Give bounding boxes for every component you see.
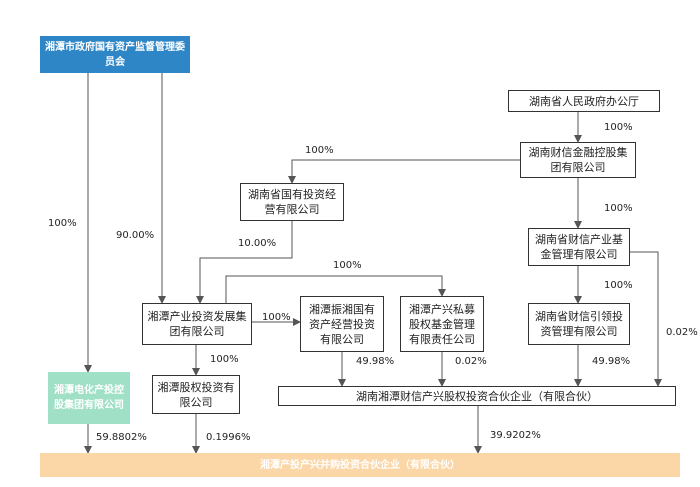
partnership-label: 湖南湘潭财信产兴股权投资合伙企业（有限合伙） <box>356 389 598 403</box>
line-xiangtan-chanxing <box>225 275 446 303</box>
caixin-financial-box: 湖南财信金融控股集团有限公司 <box>520 142 636 178</box>
line-industry-fund-partnership <box>630 251 662 387</box>
line-state-investment-xiangtan <box>196 221 293 304</box>
sasac-box: 湘潭市政府国有资产监督管理委员会 <box>40 36 190 73</box>
zhenxiang-box: 湘潭振湘国有资产经营投资有限公司 <box>300 296 384 352</box>
pct-caixin-industry-fund: 100% <box>604 203 633 214</box>
pct-industry-fund-partnership: 0.02% <box>666 327 698 338</box>
caixin-guide-label: 湖南省财信引领投资管理有限公司 <box>535 310 623 338</box>
pct-sasac-xiangtan: 90.00% <box>116 230 155 241</box>
pct-state-investment-xiangtan: 10.00% <box>238 238 277 249</box>
pct-caixin-state-investment: 100% <box>305 145 334 156</box>
zhenxiang-label: 湘潭振湘国有资产经营投资有限公司 <box>309 302 375 346</box>
pct-guide-partnership: 49.98% <box>592 356 631 367</box>
chanxing-private-box: 湘潭产兴私募股权基金管理有限责任公司 <box>400 296 484 352</box>
pct-partnership-target: 39.9202% <box>490 430 541 441</box>
xiangtan-industry-label: 湘潭产业投资发展集团有限公司 <box>147 310 247 338</box>
caixin-industry-fund-label: 湖南省财信产业基金管理有限公司 <box>535 233 623 261</box>
target-fund-label: 湘潭产投产兴并购投资合伙企业（有限合伙） <box>260 459 460 471</box>
electrochemical-box: 湘潭电化产投控股集团有限公司 <box>48 372 130 424</box>
pct-office-caixin: 100% <box>604 122 633 133</box>
state-investment-label: 湖南省国有投资经营有限公司 <box>248 188 336 216</box>
caixin-financial-label: 湖南财信金融控股集团有限公司 <box>528 146 628 174</box>
provincial-office-label: 湖南省人民政府办公厅 <box>529 94 639 108</box>
state-investment-box: 湖南省国有投资经营有限公司 <box>240 183 344 221</box>
chanxing-private-label: 湘潭产兴私募股权基金管理有限责任公司 <box>409 302 475 346</box>
caixin-industry-fund-box: 湖南省财信产业基金管理有限公司 <box>528 228 630 266</box>
provincial-office-box: 湖南省人民政府办公厅 <box>508 90 660 112</box>
target-fund-box: 湘潭产投产兴并购投资合伙企业（有限合伙） <box>40 453 680 477</box>
pct-electrochemical-target: 59.8802% <box>96 432 147 443</box>
pct-chanxing-partnership: 0.02% <box>455 356 487 367</box>
line-caixin-state-investment <box>288 159 520 184</box>
pct-equity-target: 0.1996% <box>206 432 251 443</box>
caixin-guide-box: 湖南省财信引领投资管理有限公司 <box>528 303 630 345</box>
electrochemical-label: 湘潭电化产投控股集团有限公司 <box>54 385 124 411</box>
pct-xiangtan-zhenxiang: 100% <box>262 312 291 323</box>
pct-zhenxiang-partnership: 49.98% <box>356 356 395 367</box>
equity-investment-box: 湘潭股权投资有限公司 <box>152 375 240 414</box>
xiangtan-industry-box: 湘潭产业投资发展集团有限公司 <box>142 303 252 345</box>
pct-xiangtan-chanxing: 100% <box>333 260 362 271</box>
sasac-label: 湘潭市政府国有资产监督管理委员会 <box>45 41 185 68</box>
partnership-box: 湖南湘潭财信产兴股权投资合伙企业（有限合伙） <box>278 386 676 406</box>
pct-sasac-electrochemical: 100% <box>48 218 77 229</box>
equity-investment-label: 湘潭股权投资有限公司 <box>157 380 235 409</box>
pct-industry-fund-guide: 100% <box>604 280 633 291</box>
pct-xiangtan-equity: 100% <box>210 354 239 365</box>
